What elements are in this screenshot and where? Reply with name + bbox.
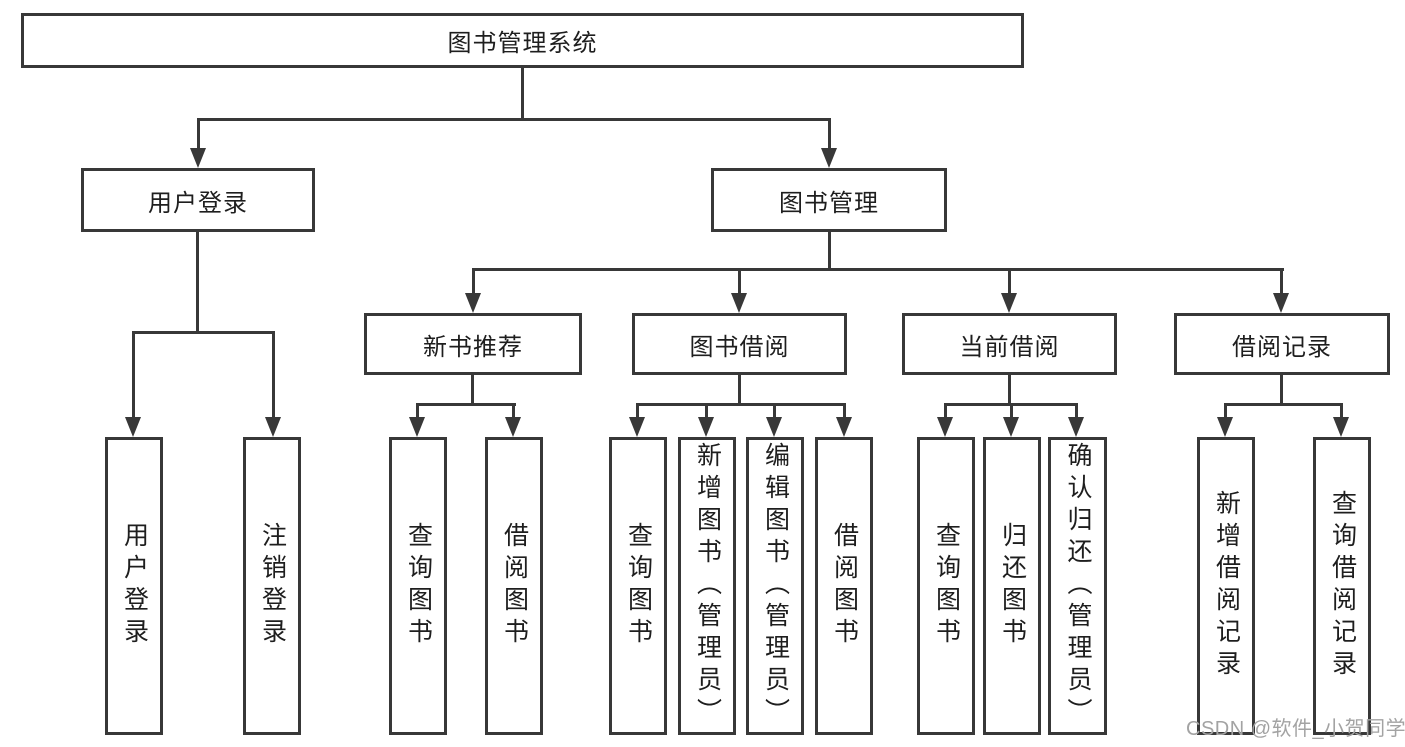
node-label: 查询图书 [624,522,653,650]
node-label: 查询借阅记录 [1328,490,1357,682]
arrow-down-icon [1068,417,1084,437]
connector-line [132,331,275,334]
node-label: 归还图书 [998,522,1027,650]
connector-line [1280,268,1283,295]
connector-line [1340,403,1343,419]
leaf-records-query-record: 查询借阅记录 [1313,437,1371,735]
leaf-recommend-query-book: 查询图书 [389,437,447,735]
connector-line [416,403,516,406]
connector-line [512,403,515,419]
node-label: 用户登录 [148,189,248,217]
node-label: 确认归还（管理员） [1064,442,1092,730]
connector-line [1010,403,1013,419]
arrow-down-icon [1003,417,1019,437]
node-book-borrowing: 图书借阅 [632,313,847,375]
connector-line [1224,403,1227,419]
connector-line [944,403,947,419]
node-label: 图书借阅 [689,333,790,361]
node-label: 借阅记录 [1232,333,1332,361]
arrow-down-icon [1333,417,1349,437]
leaf-borrowing-query-book: 查询图书 [609,437,667,735]
node-label: 图书管理系统 [447,30,598,57]
connector-line [416,403,419,419]
arrow-down-icon [265,417,281,437]
connector-line [472,268,475,295]
connector-line [773,403,776,419]
arrow-down-icon [698,417,714,437]
connector-line [1280,375,1283,406]
connector-line [196,230,199,334]
connector-line [1224,403,1342,406]
leaf-borrowing-edit-book-admin: 编辑图书（管理员） [746,437,804,735]
arrow-down-icon [766,417,782,437]
leaf-borrowing-borrow-book: 借阅图书 [815,437,873,735]
connector-line [738,375,741,406]
node-label: 图书管理 [779,189,879,217]
leaf-current-query-book: 查询图书 [917,437,975,735]
connector-line [1008,268,1011,295]
node-label: 用户登录 [120,522,149,650]
connector-line [738,268,741,295]
arrow-down-icon [190,148,206,168]
node-label: 查询图书 [404,522,433,650]
connector-line [843,403,846,419]
node-label: 当前借阅 [959,333,1060,361]
connector-line [705,403,708,419]
node-label: 借阅图书 [830,522,859,650]
node-label: 新增借阅记录 [1212,490,1241,682]
node-label: 注销登录 [258,522,287,650]
arrow-down-icon [465,293,481,313]
node-book-management-system: 图书管理系统 [21,13,1024,68]
arrow-down-icon [125,417,141,437]
node-current-borrowing: 当前借阅 [902,313,1117,375]
connector-line [132,331,135,418]
arrow-down-icon [836,417,852,437]
arrow-down-icon [821,148,837,168]
leaf-current-confirm-return-admin: 确认归还（管理员） [1048,437,1107,735]
connector-line [828,118,831,150]
leaf-records-add-record: 新增借阅记录 [1197,437,1255,735]
arrow-down-icon [1001,293,1017,313]
leaf-borrowing-add-book-admin: 新增图书（管理员） [678,437,736,735]
connector-line [636,403,639,419]
connector-line [1008,375,1011,406]
connector-line [197,118,200,150]
arrow-down-icon [629,417,645,437]
connector-line [521,66,524,120]
leaf-current-return-book: 归还图书 [983,437,1041,735]
arrow-down-icon [731,293,747,313]
node-new-book-recommend: 新书推荐 [364,313,582,375]
connector-line [828,230,831,271]
connector-line [272,331,275,418]
node-label: 编辑图书（管理员） [761,442,790,730]
connector-line [197,118,831,121]
connector-line [1075,403,1078,419]
arrow-down-icon [937,417,953,437]
node-book-management: 图书管理 [711,168,947,232]
leaf-logout: 注销登录 [243,437,301,735]
node-label: 新增图书（管理员） [693,442,722,730]
arrow-down-icon [409,417,425,437]
connector-line [472,268,1284,271]
connector-line [471,375,474,406]
csdn-watermark: CSDN @软件_小贺同学 [1186,718,1405,740]
arrow-down-icon [505,417,521,437]
arrow-down-icon [1273,293,1289,313]
node-label: 查询图书 [932,522,961,650]
leaf-recommend-borrow-book: 借阅图书 [485,437,543,735]
node-label: 新书推荐 [423,333,523,361]
node-user-login: 用户登录 [81,168,315,232]
connector-line [636,403,846,406]
node-label: 借阅图书 [500,522,529,650]
arrow-down-icon [1217,417,1233,437]
leaf-user-login: 用户登录 [105,437,163,735]
node-borrowing-records: 借阅记录 [1174,313,1390,375]
